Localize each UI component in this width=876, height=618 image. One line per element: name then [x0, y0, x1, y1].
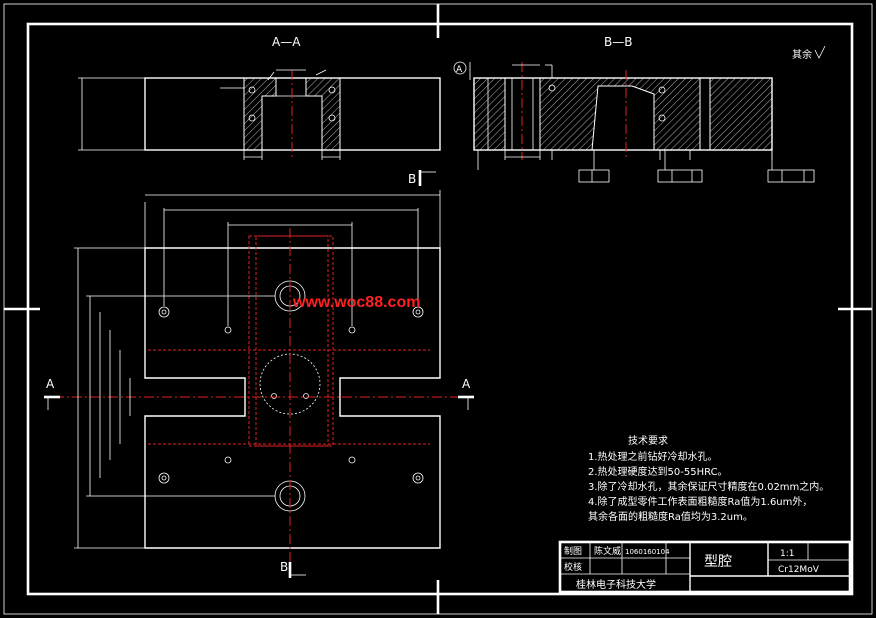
section-aa-view [78, 69, 441, 160]
tolerance-frames [578, 150, 815, 183]
roughness-note: 其余 [792, 48, 812, 61]
tech-req-title: 技术要求 [628, 434, 668, 447]
section-bb-view [469, 62, 773, 170]
datum-a-label: A [456, 65, 463, 75]
center-marks [4, 4, 872, 614]
datum-a-circle [453, 61, 467, 75]
watermark: www.woc88.com [292, 294, 420, 311]
cut-mark-b-bottom: B [280, 560, 288, 574]
tech-req-5: 其余各面的粗糙度Ra值均为3.2um。 [588, 510, 753, 523]
scale: 1:1 [780, 549, 794, 559]
part-name: 型腔 [704, 554, 732, 570]
roughness-symbol-icon [814, 45, 826, 59]
section-cut-markers [44, 170, 474, 578]
cut-mark-a-left: A [46, 377, 55, 391]
section-aa-label: A—A [272, 35, 301, 49]
designer-name: 陈文威 [594, 545, 621, 557]
section-bb-label: B—B [604, 35, 632, 49]
tech-req-3: 3.除了冷却水孔，其余保证尺寸精度在0.02mm之内。 [588, 480, 829, 493]
cut-mark-a-right: A [462, 377, 471, 391]
plan-view [54, 190, 470, 570]
title-block-text: 制图 陈文威 1060160104 校核 型腔 1:1 Cr12MoV 桂林电子… [564, 545, 820, 591]
cut-mark-b-top: B [408, 172, 416, 186]
technical-requirements: 技术要求 1.热处理之前钻好冷却水孔。 2.热处理硬度达到50-55HRC。 3… [588, 434, 829, 523]
school-name: 桂林电子科技大学 [576, 578, 656, 591]
student-id: 1060160104 [625, 548, 670, 556]
designer-label: 制图 [564, 545, 582, 557]
tech-req-2: 2.热处理硬度达到50-55HRC。 [588, 465, 728, 478]
tech-req-4: 4.除了成型零件工作表面粗糙度Ra值为1.6um外， [588, 495, 812, 508]
tech-req-1: 1.热处理之前钻好冷却水孔。 [588, 450, 718, 463]
title-block [558, 540, 852, 594]
reviewer-label: 校核 [564, 561, 582, 573]
material: Cr12MoV [778, 565, 820, 575]
